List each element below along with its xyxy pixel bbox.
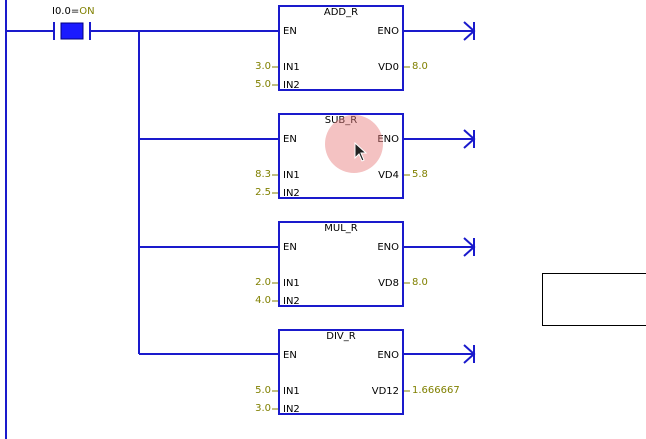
contact-label: I0.0=ON — [52, 6, 95, 17]
pin-eno: ENO — [377, 26, 399, 37]
pin-en: EN — [283, 350, 297, 361]
pin-out: VD8 — [378, 278, 399, 289]
out-value: 8.0 — [412, 277, 428, 288]
in1-value: 3.0 — [255, 61, 271, 72]
add-r-block[interactable]: ADD_R EN ENO IN1 IN2 VD0 — [278, 5, 404, 91]
pin-en: EN — [283, 134, 297, 145]
contact-state: ON — [79, 6, 95, 17]
pin-out: VD0 — [378, 62, 399, 73]
pin-eno: ENO — [377, 134, 399, 145]
pin-eno: ENO — [377, 350, 399, 361]
in2-value: 2.5 — [255, 187, 271, 198]
sub-r-block[interactable]: SUB_R EN ENO IN1 IN2 VD4 — [278, 113, 404, 199]
pin-in2: IN2 — [283, 188, 300, 199]
side-panel-box[interactable] — [542, 273, 646, 326]
pin-in1: IN1 — [283, 62, 300, 73]
in1-value: 5.0 — [255, 385, 271, 396]
pin-en: EN — [283, 242, 297, 253]
pin-out: VD4 — [378, 170, 399, 181]
pin-in2: IN2 — [283, 80, 300, 91]
arrow-cursor-icon — [354, 142, 368, 162]
pin-en: EN — [283, 26, 297, 37]
block-title: MUL_R — [324, 223, 358, 234]
block-title: SUB_R — [324, 115, 358, 126]
in1-value: 2.0 — [255, 277, 271, 288]
in2-value: 3.0 — [255, 403, 271, 414]
mul-r-block[interactable]: MUL_R EN ENO IN1 IN2 VD8 — [278, 221, 404, 307]
in2-value: 4.0 — [255, 295, 271, 306]
div-r-block[interactable]: DIV_R EN ENO IN1 IN2 VD12 — [278, 329, 404, 415]
pin-in2: IN2 — [283, 404, 300, 415]
pin-in1: IN1 — [283, 170, 300, 181]
block-title: DIV_R — [326, 331, 356, 342]
in2-value: 5.0 — [255, 79, 271, 90]
cursor-highlight — [325, 115, 383, 173]
pin-eno: ENO — [377, 242, 399, 253]
pin-in2: IN2 — [283, 296, 300, 307]
out-value: 8.0 — [412, 61, 428, 72]
out-value: 1.666667 — [412, 385, 460, 396]
out-value: 5.8 — [412, 169, 428, 180]
pin-in1: IN1 — [283, 278, 300, 289]
contact-address: I0.0 — [52, 6, 71, 17]
pin-in1: IN1 — [283, 386, 300, 397]
contact-i0-0-energized — [60, 22, 84, 40]
block-title: ADD_R — [323, 7, 359, 18]
pin-out: VD12 — [371, 386, 399, 397]
in1-value: 8.3 — [255, 169, 271, 180]
